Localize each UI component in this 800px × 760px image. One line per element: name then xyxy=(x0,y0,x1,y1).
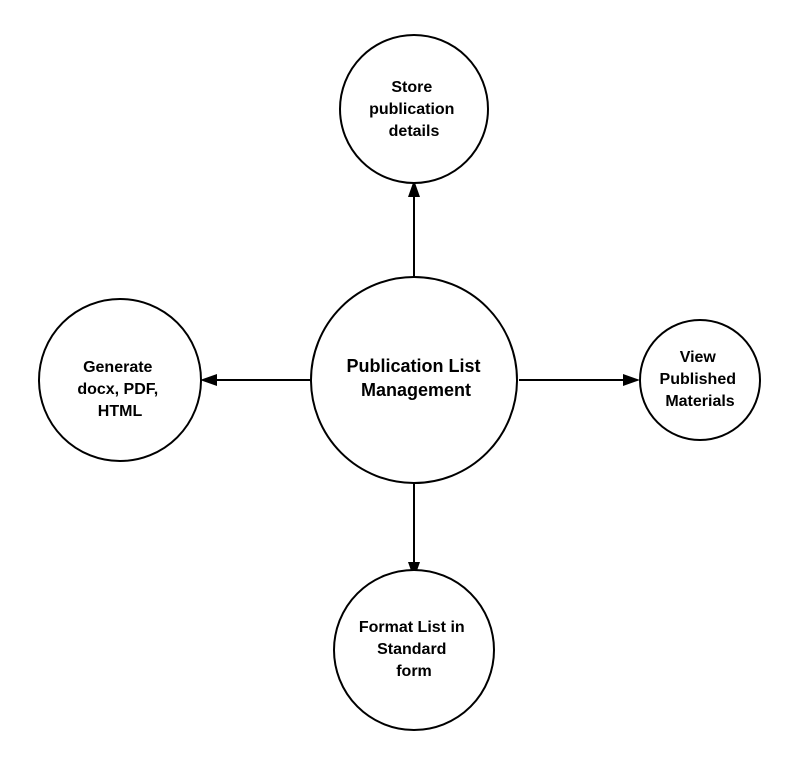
node-center[interactable]: Publication List Management xyxy=(310,276,518,484)
node-left[interactable]: Generate docx, PDF, HTML xyxy=(38,298,202,462)
node-left-line: HTML xyxy=(98,403,143,420)
node-bottom[interactable]: Format List in Standard form xyxy=(333,569,495,731)
node-left-line: Generate xyxy=(83,359,152,376)
node-right-line: View xyxy=(680,349,717,366)
arrowhead-top xyxy=(408,180,420,197)
node-top-circle xyxy=(339,34,489,184)
edge-center-to-right xyxy=(519,374,640,386)
node-left-circle xyxy=(38,298,202,462)
edge-center-to-bottom xyxy=(408,481,420,579)
edge-center-to-left xyxy=(200,374,310,386)
node-bottom-line: Standard xyxy=(377,641,446,658)
node-bottom-line: Format List in xyxy=(359,619,465,636)
arrowhead-left xyxy=(200,374,217,386)
node-top-label: Store publication details xyxy=(369,79,459,140)
node-right[interactable]: View Published Materials xyxy=(639,319,761,441)
node-center-line: Management xyxy=(361,380,471,400)
node-center-label: Publication List Management xyxy=(346,356,485,400)
arrowhead-right xyxy=(623,374,640,386)
node-top-line: Store xyxy=(391,79,432,96)
node-top[interactable]: Store publication details xyxy=(339,34,489,184)
node-center-line: Publication List xyxy=(346,356,480,376)
node-bottom-label: Format List in Standard form xyxy=(359,619,469,680)
node-bottom-line: form xyxy=(396,663,432,680)
node-right-circle xyxy=(639,319,761,441)
edge-center-to-top xyxy=(408,180,420,280)
node-top-line: publication xyxy=(369,101,454,118)
node-left-label: Generate docx, PDF, HTML xyxy=(77,359,162,420)
node-right-line: Published xyxy=(660,371,736,388)
node-bottom-circle xyxy=(333,569,495,731)
node-center-circle xyxy=(310,276,518,484)
edges xyxy=(200,180,640,579)
node-right-label: View Published Materials xyxy=(660,349,741,410)
node-top-line: details xyxy=(389,123,440,140)
node-right-line: Materials xyxy=(665,393,734,410)
node-left-line: docx, PDF, xyxy=(77,381,158,398)
